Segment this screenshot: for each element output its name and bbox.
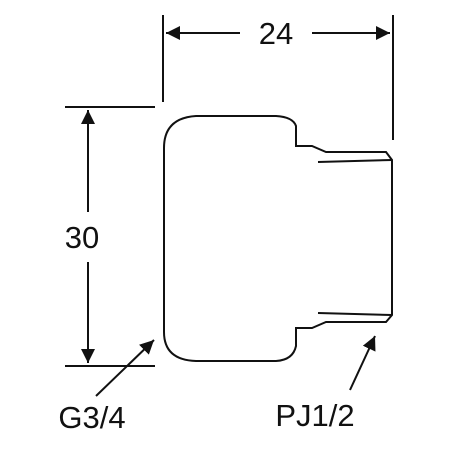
- g34-leader-arrow: [95, 339, 155, 397]
- thread-line-top: [317, 159, 393, 163]
- fitting-body-outline: [163, 115, 393, 362]
- pj12-callout-label: PJ1/2: [275, 398, 354, 433]
- pj12-leader-arrow: [349, 335, 376, 391]
- thread-line-bottom: [317, 312, 393, 316]
- g34-callout-label: G3/4: [58, 400, 125, 435]
- height-dimension-label: 30: [65, 220, 99, 255]
- width-dimension-label: 24: [259, 16, 293, 51]
